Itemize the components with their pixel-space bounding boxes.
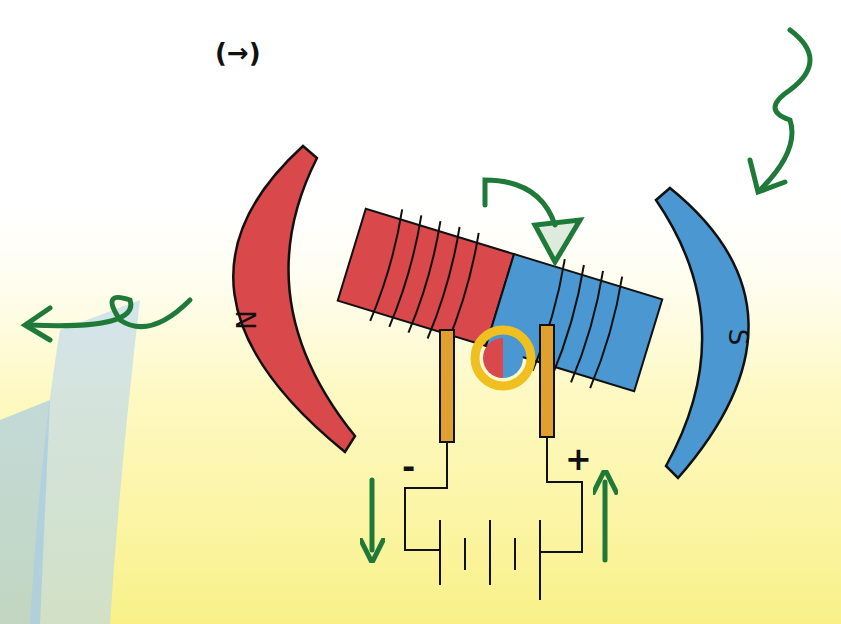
pole-letter: N [230, 310, 260, 329]
magnet-outline [205, 140, 365, 460]
battery-symbol [440, 520, 540, 600]
wire [405, 437, 582, 552]
brush [440, 330, 454, 442]
annotation-label: - [402, 448, 415, 486]
magnet-shape [233, 146, 355, 452]
background-wash [0, 400, 50, 624]
magnet-pole: N [205, 140, 365, 460]
armature-north [338, 209, 514, 346]
coil-winding [368, 209, 626, 389]
annotation-label: (→) [215, 38, 261, 68]
commutator [475, 330, 531, 386]
pole-letter: S [723, 329, 753, 346]
magnet-outline [648, 182, 793, 482]
annotation-label: + [565, 440, 592, 478]
armature [335, 199, 665, 401]
rotation-arrow [25, 30, 810, 560]
armature-south [486, 254, 662, 391]
brush [540, 325, 554, 437]
magnet-pole: S [648, 182, 793, 482]
